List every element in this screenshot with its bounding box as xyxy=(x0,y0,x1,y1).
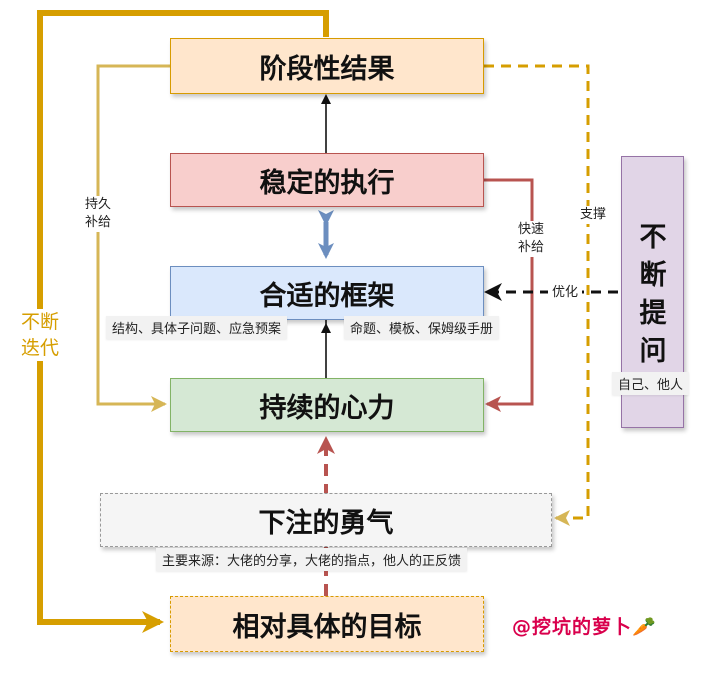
support-label: 支撑 xyxy=(576,206,610,224)
question-char-4: 问 xyxy=(639,336,667,367)
persist-label-line1: 持久 xyxy=(84,197,111,212)
fast-label-line2: 补给 xyxy=(517,240,544,255)
question-note: 自己、他人 xyxy=(612,372,690,395)
persist-supply-label: 持久 补给 xyxy=(82,196,114,232)
iterate-label: 不断 迭代 xyxy=(14,309,66,361)
framework-right-note: 命题、模板、保姆级手册 xyxy=(344,316,500,339)
framework-left-note: 结构、具体子问题、应急预案 xyxy=(106,316,288,339)
courage-source-note: 主要来源：大佬的分享，大佬的指点，他人的正反馈 xyxy=(156,548,468,571)
question-char-1: 不 xyxy=(639,222,667,253)
iterate-label-line2: 迭代 xyxy=(20,337,59,359)
persist-label-line2: 补给 xyxy=(84,215,111,230)
question-char-3: 提 xyxy=(639,298,667,329)
optimize-label: 优化 xyxy=(548,284,582,302)
fast-label-line1: 快速 xyxy=(517,222,544,237)
suitable-framework-box: 合适的框架 xyxy=(170,266,484,320)
question-char-2: 断 xyxy=(639,260,667,291)
stable-execution-box: 稳定的执行 xyxy=(170,153,484,207)
sustained-mind-box: 持续的心力 xyxy=(170,378,484,432)
concrete-goal-box: 相对具体的目标 xyxy=(170,596,484,652)
persist-supply-arrow xyxy=(96,64,170,412)
fast-supply-label: 快速 补给 xyxy=(513,221,549,257)
author-watermark: @挖坑的萝卜🥕 xyxy=(512,616,657,638)
stage-result-box: 阶段性结果 xyxy=(170,38,484,94)
courage-box: 下注的勇气 xyxy=(100,493,552,547)
iterate-loop-arrow xyxy=(37,10,329,633)
iterate-label-line1: 不断 xyxy=(20,311,59,333)
support-arrow xyxy=(484,64,590,526)
